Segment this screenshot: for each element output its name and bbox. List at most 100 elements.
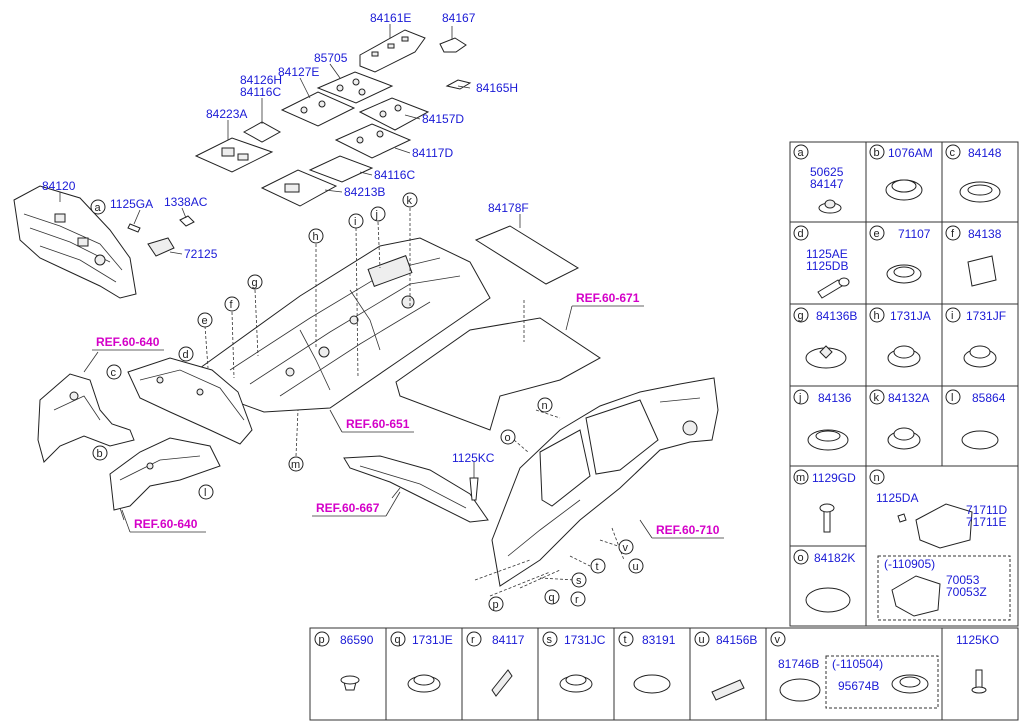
svg-text:85864: 85864: [972, 391, 1006, 405]
cell-i: i 1731JF: [945, 307, 1006, 323]
svg-text:n: n: [874, 472, 880, 484]
cell-c: c 84148: [945, 144, 1002, 160]
svg-text:95674B: 95674B: [838, 679, 879, 693]
svg-text:d: d: [798, 228, 804, 240]
callout-d: d: [178, 346, 194, 362]
front-left-frame: [37, 351, 135, 463]
cell-p: p 86590: [314, 631, 374, 647]
svg-text:1731JE: 1731JE: [412, 633, 453, 647]
pad-84213B: [260, 169, 338, 207]
callout-v: v: [618, 539, 634, 555]
cell-s: s 1731JC: [542, 631, 606, 647]
cell-j: j 84136: [793, 389, 852, 405]
svg-text:d: d: [183, 349, 189, 361]
svg-text:q: q: [395, 634, 401, 646]
cell-1125KO: 1125KO: [956, 633, 999, 647]
label-1125KC: 1125KC: [452, 451, 495, 465]
label-84223A: 84223A: [206, 107, 247, 121]
svg-text:1731JF: 1731JF: [966, 309, 1006, 323]
label-84116C: 84116C: [240, 85, 281, 99]
svg-text:1125AE: 1125AE: [806, 247, 848, 261]
roof-panel: [395, 300, 601, 431]
svg-text:84147: 84147: [810, 177, 844, 191]
svg-text:s: s: [547, 634, 553, 646]
ref-60-710[interactable]: REF.60-710: [656, 523, 720, 537]
body-side: [491, 377, 719, 587]
table-glyphs: [340, 179, 1001, 702]
cell-t: t 83191: [618, 631, 676, 647]
svg-text:86590: 86590: [340, 633, 374, 647]
svg-text:a: a: [798, 147, 805, 159]
svg-text:l: l: [204, 487, 206, 499]
front-side-member: [127, 357, 253, 445]
svg-text:h: h: [313, 231, 319, 243]
svg-text:1125DA: 1125DA: [876, 491, 918, 505]
callout-u: u: [628, 558, 644, 574]
cell-g: g 84136B: [793, 307, 857, 323]
svg-text:m: m: [291, 459, 300, 471]
callout-q: q: [544, 589, 560, 605]
svg-text:71107: 71107: [898, 227, 931, 241]
cell-l: l 85864: [945, 389, 1006, 405]
svg-text:t: t: [596, 561, 599, 573]
cell-q: q 1731JE: [390, 631, 453, 647]
callout-c: c: [106, 364, 122, 380]
cell-m: m 1129GD: [793, 469, 856, 485]
callout-t: t: [590, 558, 606, 574]
svg-text:s: s: [576, 575, 582, 587]
nut-1338AC: [179, 207, 195, 227]
label-84117D: 84117D: [412, 146, 453, 160]
part-labels: 84161E 84167 85705 84127E 84126H 84116C …: [42, 11, 529, 465]
callout-b: b: [92, 445, 108, 461]
ref-60-667[interactable]: REF.60-667: [316, 501, 380, 515]
pad-84116C: [308, 155, 374, 183]
ref-60-671[interactable]: REF.60-671: [576, 291, 640, 305]
callout-f: f: [224, 296, 240, 312]
parts-table-bottom-grid: [309, 627, 1019, 721]
svg-text:i: i: [951, 310, 953, 322]
callout-o: o: [500, 429, 516, 445]
ref-60-640-top[interactable]: REF.60-640: [96, 335, 160, 349]
callout-k: k: [402, 192, 418, 208]
cell-k: k 84132A: [869, 389, 929, 405]
svg-text:u: u: [633, 561, 639, 573]
svg-text:70053: 70053: [946, 573, 980, 587]
svg-text:84148: 84148: [968, 146, 1002, 160]
svg-text:o: o: [798, 552, 804, 564]
svg-text:1129GD: 1129GD: [812, 471, 856, 485]
svg-text:t: t: [624, 634, 627, 646]
label-72125: 72125: [184, 247, 218, 261]
ref-60-640-bottom[interactable]: REF.60-640: [134, 517, 198, 531]
label-84178F: 84178F: [488, 201, 529, 215]
callout-j: j: [370, 206, 386, 222]
callout-e: e: [197, 312, 213, 328]
svg-text:81746B: 81746B: [778, 657, 819, 671]
svg-text:i: i: [354, 216, 356, 228]
pad-84117D: [334, 123, 412, 159]
svg-text:c: c: [111, 367, 117, 379]
svg-text:q: q: [549, 592, 555, 604]
svg-text:v: v: [623, 542, 629, 554]
svg-text:1125KO: 1125KO: [956, 633, 999, 647]
svg-text:71711E: 71711E: [966, 515, 1006, 529]
svg-text:84156B: 84156B: [716, 633, 757, 647]
svg-text:n: n: [542, 400, 548, 412]
label-84157D: 84157D: [422, 112, 464, 126]
svg-text:(-110504): (-110504): [832, 657, 883, 671]
svg-text:j: j: [798, 392, 801, 404]
svg-text:84182K: 84182K: [814, 551, 855, 565]
cell-v: v 81746B (-110504) 95674B: [770, 631, 883, 693]
callout-l: l: [198, 484, 214, 500]
callout-n: n: [537, 397, 553, 413]
svg-text:m: m: [796, 472, 805, 484]
table-bottom-text: p 86590 q 1731JE r 84117 s 1731JC t 8319…: [314, 631, 999, 693]
label-84116C-2: 84116C: [374, 168, 415, 182]
ref-60-651[interactable]: REF.60-651: [346, 417, 410, 431]
callout-i: i: [348, 213, 364, 229]
pad-84126H: [242, 121, 282, 143]
label-84161E: 84161E: [370, 11, 411, 25]
pad-84165H: [445, 79, 472, 90]
